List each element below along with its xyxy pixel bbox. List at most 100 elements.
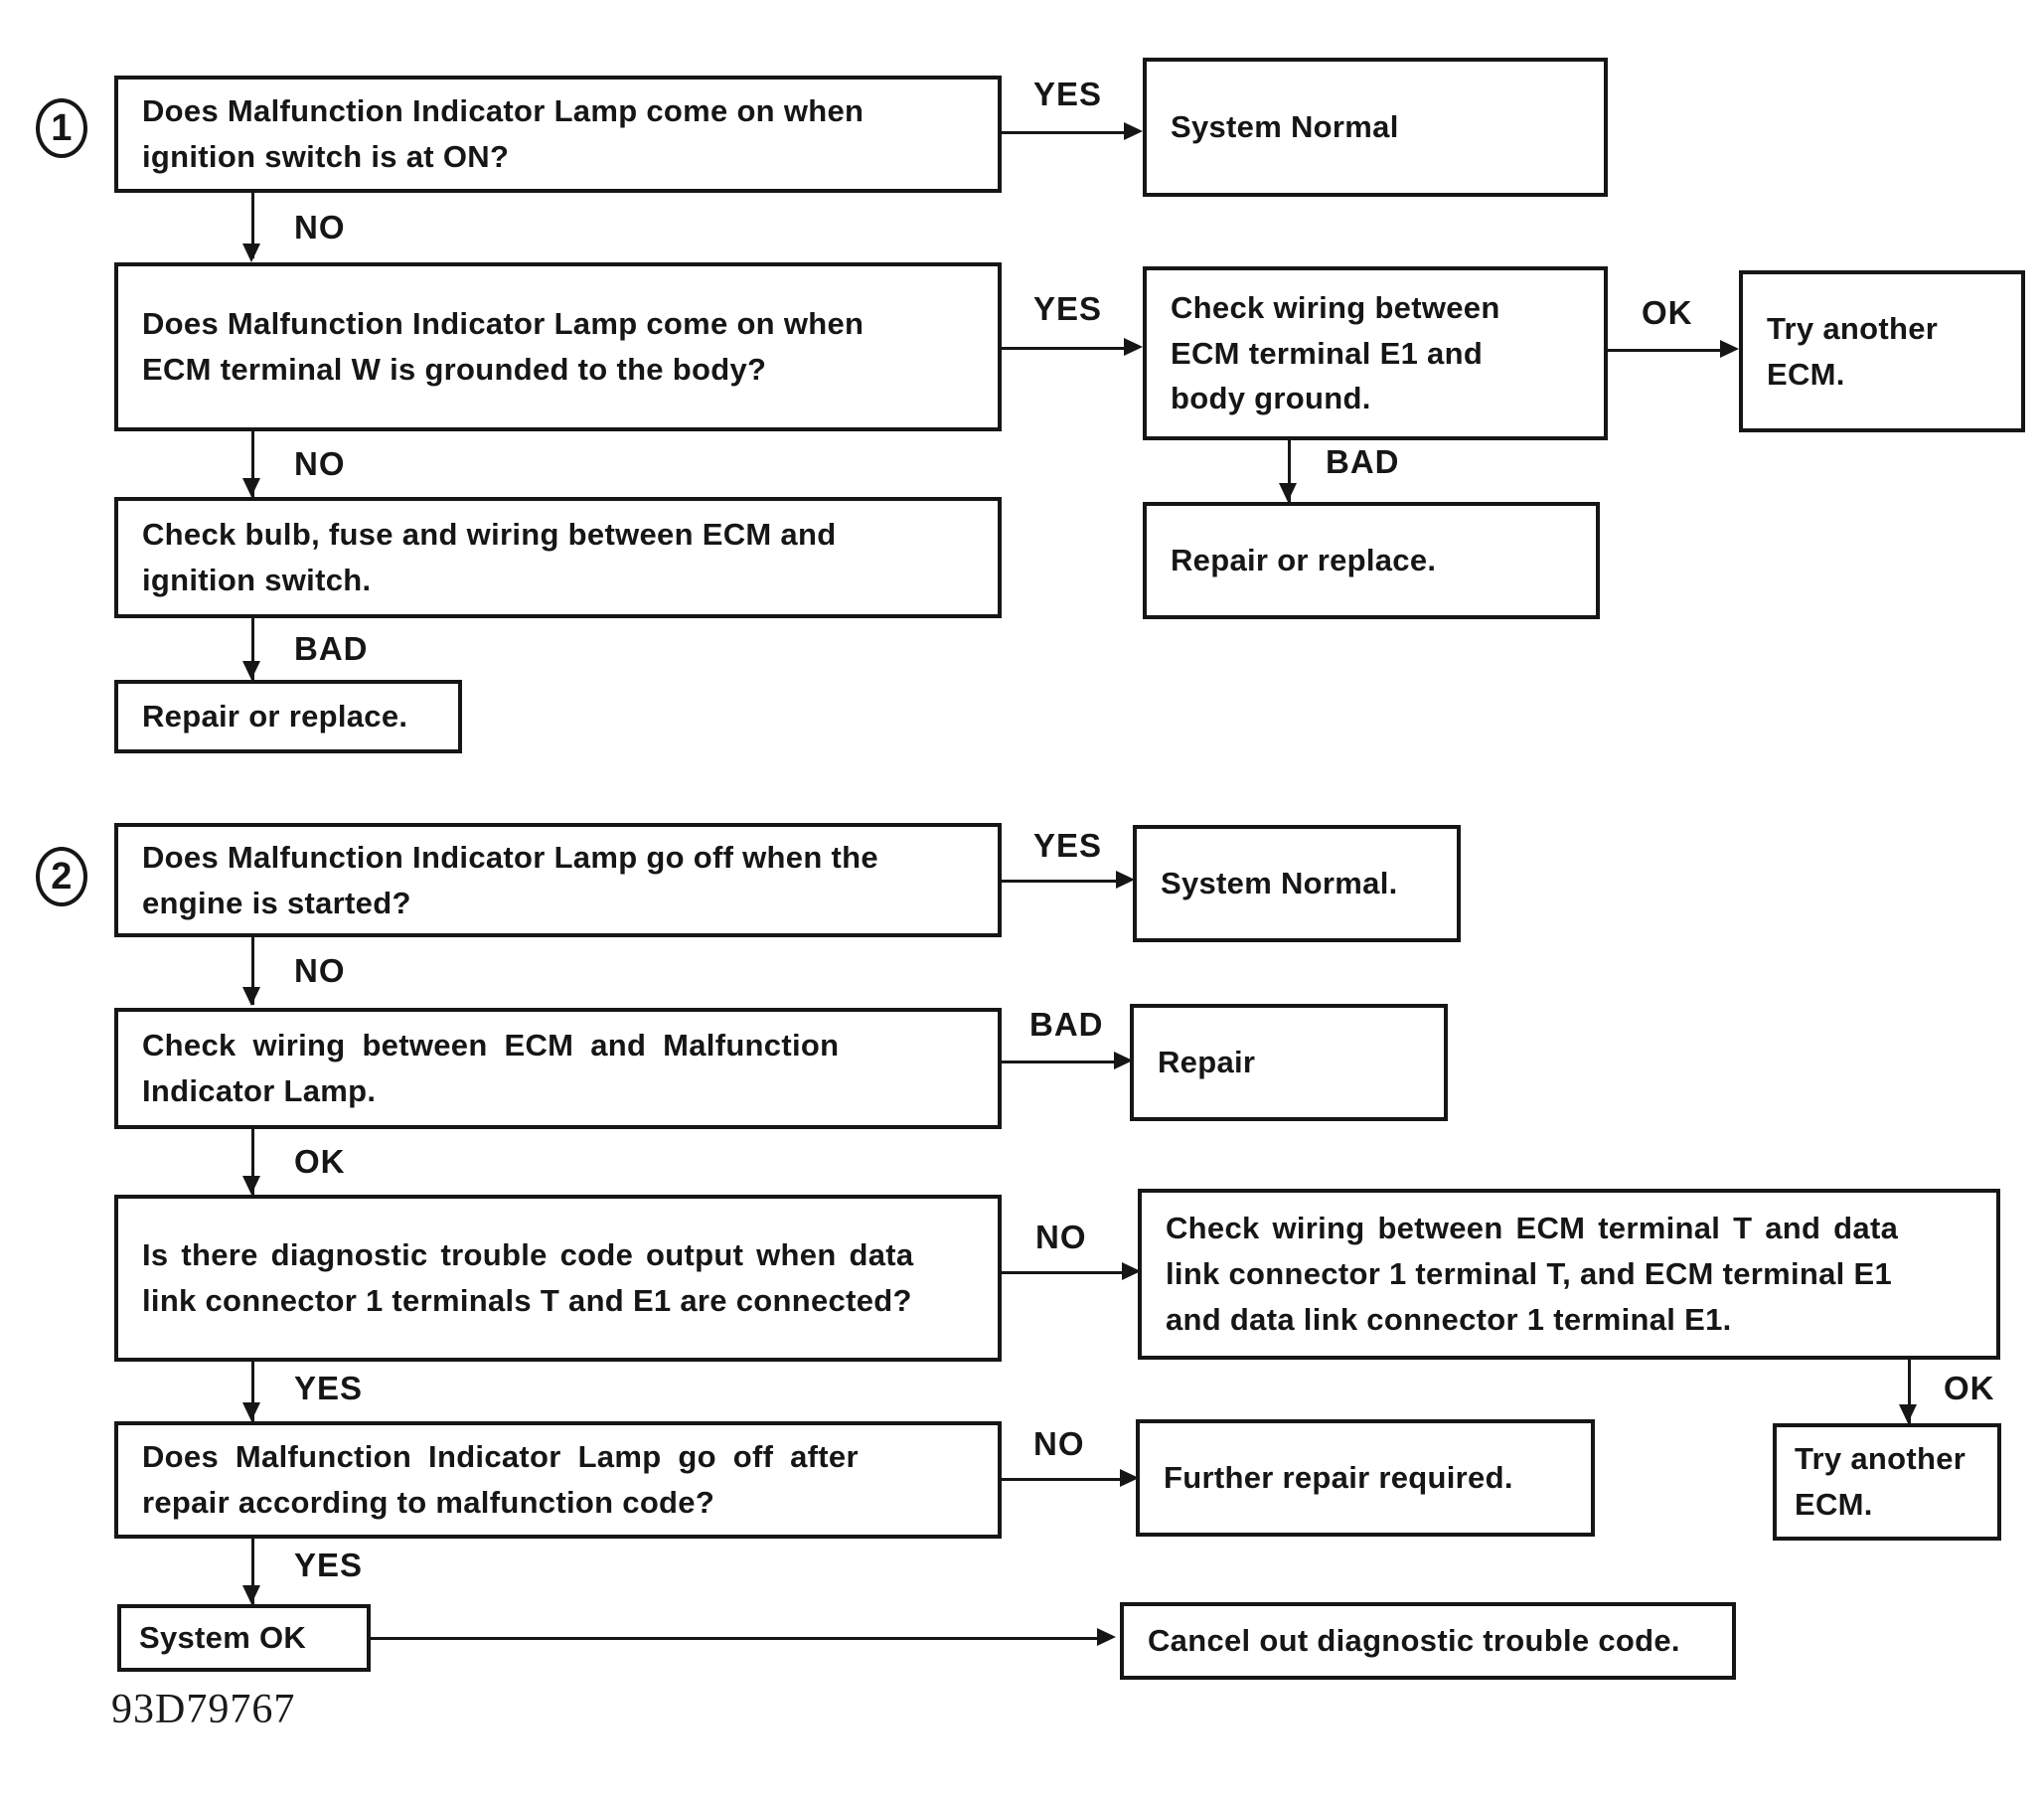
edge-label-s2-q3-no: NO [1033, 1425, 1085, 1462]
edge-label-s1-q1-yes: YES [1033, 76, 1103, 112]
arrowhead-down-icon [242, 244, 260, 262]
edge-label-s2-q1-no: NO [294, 952, 346, 989]
node-line: Check wiring between ECM and Malfunction [142, 1028, 840, 1063]
connector-s1-check-bulb-to-repair [251, 618, 254, 680]
edge-label-s1-q1-no: NO [294, 209, 346, 245]
edge-label-s1-q2-no: NO [294, 445, 346, 482]
arrowhead-down-icon [242, 661, 260, 680]
arrowhead-right-icon [1120, 1469, 1139, 1487]
node-line: Check wiring between ECM terminal T and … [1166, 1211, 1899, 1246]
connector-s2-check-wiring-to-repair [1002, 1061, 1119, 1063]
connector-s2-check-wiring-to-q2 [251, 1129, 254, 1195]
node-line: engine is started? [142, 885, 411, 920]
node-line: Check bulb, fuse and wiring between ECM … [142, 517, 837, 553]
connector-s1-q2-to-check-bulb [251, 431, 254, 497]
node-line: System OK [139, 1620, 307, 1656]
node-line: ECM terminal W is grounded to the body? [142, 352, 767, 387]
connector-s2-q3-to-further-repair [1002, 1478, 1125, 1481]
node-line: Repair or replace. [142, 699, 408, 735]
arrowhead-down-icon [242, 1402, 260, 1421]
node-s2-q1: Does Malfunction Indicator Lamp go off w… [114, 823, 1002, 937]
node-s2-q2: Is there diagnostic trouble code output … [114, 1195, 1002, 1362]
edge-label-s1-wiring-ok: OK [1642, 294, 1693, 331]
node-line: Check wiring between [1171, 289, 1500, 325]
node-line: ignition switch is at ON? [142, 139, 510, 174]
node-s1-check-wiring-e1: Check wiring between ECM terminal E1 and… [1143, 266, 1608, 440]
connector-s2-q2-to-check-wiring-dlc [1002, 1271, 1127, 1274]
node-s2-try-another-ecm: Try another ECM. [1773, 1423, 2001, 1541]
node-s2-check-wiring-mil: Check wiring between ECM and Malfunction… [114, 1008, 1002, 1129]
node-line: ECM. [1767, 356, 1845, 392]
arrowhead-right-icon [1124, 338, 1143, 356]
node-line: Indicator Lamp. [142, 1073, 377, 1108]
node-line: Does Malfunction Indicator Lamp come on … [142, 93, 865, 129]
section-marker-2: 2 [36, 847, 87, 906]
node-s1-q1: Does Malfunction Indicator Lamp come on … [114, 76, 1002, 193]
node-line: Repair or replace. [1171, 543, 1437, 578]
node-line: Does Malfunction Indicator Lamp go off a… [142, 1439, 859, 1475]
section-marker-1: 1 [36, 98, 87, 158]
arrowhead-right-icon [1720, 340, 1739, 358]
edge-label-s1-wiring-bad: BAD [1326, 443, 1400, 480]
edge-label-s1-q2-yes: YES [1033, 290, 1103, 327]
node-s2-q3: Does Malfunction Indicator Lamp go off a… [114, 1421, 1002, 1539]
node-line: ECM. [1795, 1487, 1873, 1522]
node-line: Does Malfunction Indicator Lamp go off w… [142, 839, 878, 875]
node-s2-further-repair: Further repair required. [1136, 1419, 1595, 1537]
connector-s1-q1-to-q2 [251, 193, 254, 258]
connector-s1-q2-to-check-wiring [1002, 347, 1129, 350]
node-s2-cancel-code: Cancel out diagnostic trouble code. [1120, 1602, 1736, 1680]
node-line: link connector 1 terminals T and E1 are … [142, 1283, 912, 1318]
node-s1-try-another-ecm: Try another ECM. [1739, 270, 2025, 432]
node-s1-system-normal: System Normal [1143, 58, 1608, 197]
node-line: link connector 1 terminal T, and ECM ter… [1166, 1256, 1893, 1292]
arrowhead-down-icon [242, 478, 260, 497]
arrowhead-down-icon [1899, 1404, 1917, 1423]
node-line: ignition switch. [142, 563, 372, 597]
arrowhead-right-icon [1122, 1262, 1141, 1280]
node-line: Repair [1158, 1045, 1256, 1080]
connector-s1-check-wiring-to-try-ecm [1608, 349, 1725, 352]
connector-s1-q1-to-system-normal [1002, 131, 1129, 134]
node-line: body ground. [1171, 381, 1371, 416]
edge-label-s2-wiring-bad: BAD [1029, 1006, 1104, 1043]
connector-s2-system-ok-to-cancel [371, 1637, 1102, 1640]
node-s1-repair-or-replace-right: Repair or replace. [1143, 502, 1600, 619]
edge-label-s2-q3-yes: YES [294, 1547, 364, 1583]
edge-label-s1-bulb-bad: BAD [294, 630, 369, 667]
arrowhead-down-icon [242, 987, 260, 1006]
arrowhead-down-icon [242, 1176, 260, 1195]
node-line: Further repair required. [1164, 1460, 1513, 1496]
edge-label-s2-q2-no: NO [1035, 1219, 1087, 1255]
node-s1-repair-or-replace-left: Repair or replace. [114, 680, 462, 753]
arrowhead-right-icon [1124, 122, 1143, 140]
connector-s2-q1-to-system-normal [1002, 880, 1121, 883]
edge-label-s2-wiring-ok: OK [294, 1143, 346, 1180]
connector-s2-check-wiring-dlc-to-try-ecm [1908, 1360, 1911, 1423]
node-line: and data link connector 1 terminal E1. [1166, 1301, 1732, 1337]
connector-s2-q1-to-check-wiring [251, 937, 254, 1005]
edge-label-s2-dlc-ok: OK [1944, 1370, 1995, 1406]
node-line: Cancel out diagnostic trouble code. [1148, 1623, 1680, 1659]
node-s2-check-wiring-dlc: Check wiring between ECM terminal T and … [1138, 1189, 2000, 1360]
arrowhead-down-icon [1279, 483, 1297, 502]
edge-label-s2-q1-yes: YES [1033, 827, 1103, 864]
node-s1-q2: Does Malfunction Indicator Lamp come on … [114, 262, 1002, 431]
connector-s2-q3-to-system-ok [251, 1539, 254, 1604]
node-s2-system-normal: System Normal. [1133, 825, 1461, 942]
node-line: Try another [1767, 310, 1939, 346]
node-line: Is there diagnostic trouble code output … [142, 1237, 914, 1273]
arrowhead-right-icon [1097, 1628, 1116, 1646]
node-line: ECM terminal E1 and [1171, 335, 1484, 371]
node-line: Does Malfunction Indicator Lamp come on … [142, 306, 865, 342]
node-line: repair according to malfunction code? [142, 1485, 715, 1520]
connector-s2-q2-to-q3 [251, 1362, 254, 1421]
node-line: Try another [1795, 1441, 1966, 1477]
node-line: System Normal [1171, 109, 1399, 145]
node-s2-system-ok: System OK [117, 1604, 371, 1672]
arrowhead-right-icon [1116, 871, 1135, 889]
arrowhead-down-icon [242, 1585, 260, 1604]
connector-s1-check-wiring-to-repair [1288, 440, 1291, 502]
arrowhead-right-icon [1114, 1052, 1133, 1069]
